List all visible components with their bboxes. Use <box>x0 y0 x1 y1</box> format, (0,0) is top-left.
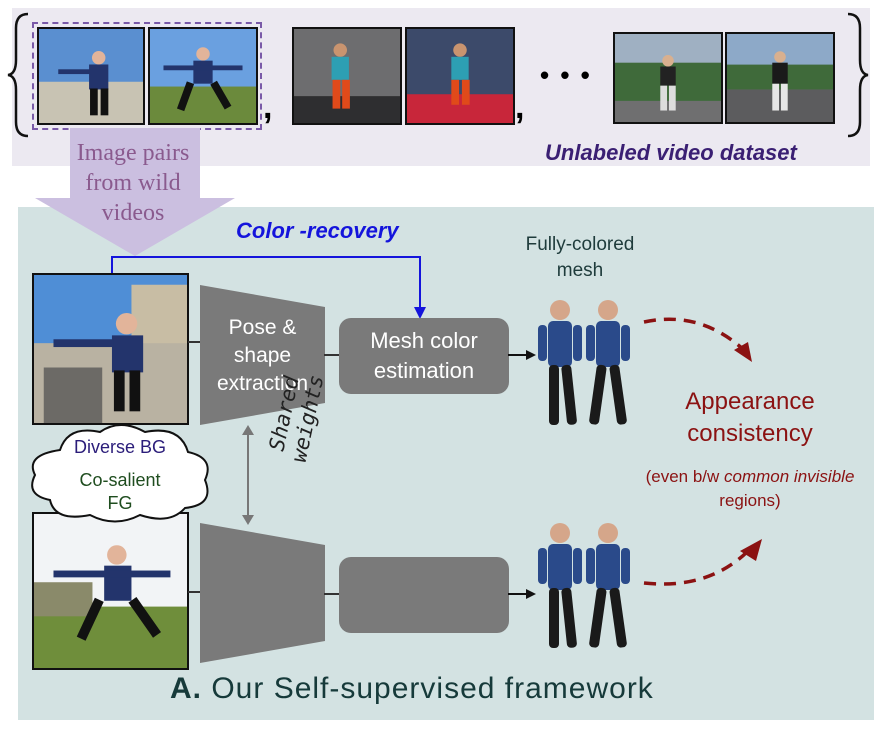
video-frame-3b <box>725 32 835 124</box>
pose-extraction-label: Pose & shape extraction <box>216 316 309 395</box>
video-frame-2b <box>405 27 515 125</box>
dataset-separator-2: , <box>515 88 525 126</box>
pair-label: Image pairs from wild videos <box>76 140 190 226</box>
appearance-note-suffix: regions) <box>719 491 781 510</box>
mesh-color-box-top: Mesh color estimation <box>339 318 509 394</box>
input-image-top <box>32 273 189 425</box>
framework-letter: A. <box>170 672 202 705</box>
cloud-line-1: Diverse BG <box>73 437 167 457</box>
mesh-color-box-bottom <box>339 557 509 633</box>
appearance-title: Appearance consistency <box>685 388 815 447</box>
mesh-label: Fully-colored mesh <box>525 234 635 281</box>
video-frame-1a <box>37 27 145 125</box>
dataset-separator-1: , <box>263 88 273 126</box>
framework-text: Our Self-supervised framework <box>211 672 654 705</box>
input-image-bottom <box>32 512 189 670</box>
consistency-arrow-bottom-icon <box>643 539 762 586</box>
arrow-to-mesh-top-icon <box>508 350 536 360</box>
colored-mesh-top <box>538 300 630 425</box>
pose-encoder-bottom <box>200 523 325 663</box>
framework-title: A. Our Self-supervised framework <box>170 672 654 706</box>
video-frame-2a <box>292 27 402 125</box>
colored-mesh-bottom <box>538 523 630 648</box>
left-brace-icon <box>7 12 29 138</box>
down-arrow-icon <box>35 128 235 256</box>
appearance-note: (even b/w common invisible regions) <box>640 465 860 513</box>
shared-weights-arrow-icon <box>242 425 254 525</box>
cloud-callout <box>31 424 209 523</box>
pose-encoder-top <box>200 285 325 425</box>
color-recovery-connector <box>111 256 426 319</box>
mesh-color-label: Mesh color estimation <box>370 328 478 383</box>
cloud-line-2: Co-salient <box>79 470 161 490</box>
video-frame-1b <box>148 27 258 125</box>
arrow-to-mesh-bottom-icon <box>508 589 536 599</box>
video-frame-3a <box>613 32 723 124</box>
consistency-arrow-top-icon <box>643 317 752 362</box>
appearance-note-emph: common invisible <box>724 467 855 486</box>
color-recovery-label: Color -recovery <box>236 218 399 243</box>
dataset-ellipsis: • • • <box>540 60 592 90</box>
right-brace-icon <box>847 12 869 138</box>
dataset-caption: Unlabeled video dataset <box>545 140 797 165</box>
appearance-note-prefix: (even b/w <box>645 467 725 486</box>
cloud-line-3: FG <box>107 493 133 513</box>
